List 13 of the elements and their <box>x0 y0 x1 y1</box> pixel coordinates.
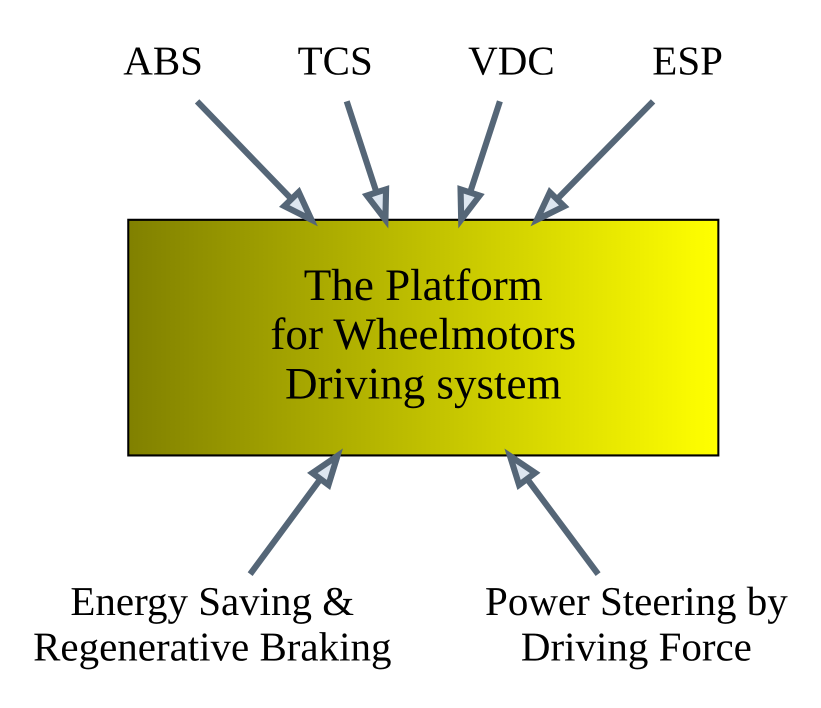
node-box: The Platform for Wheelmotors Driving system <box>127 218 720 456</box>
node-text: ESP <box>652 37 723 84</box>
node-text: Power Steering by Driving Force <box>485 578 788 670</box>
arrow <box>504 448 601 576</box>
arrow <box>194 99 318 226</box>
node-text: Energy Saving & Regenerative Braking <box>33 578 392 670</box>
node-text: ABS <box>123 37 203 84</box>
arrow <box>248 448 343 576</box>
node-text: TCS <box>298 37 373 84</box>
arrow <box>530 99 656 226</box>
arrow <box>344 100 390 229</box>
arrow <box>457 100 503 229</box>
node-text: VDC <box>468 37 555 84</box>
